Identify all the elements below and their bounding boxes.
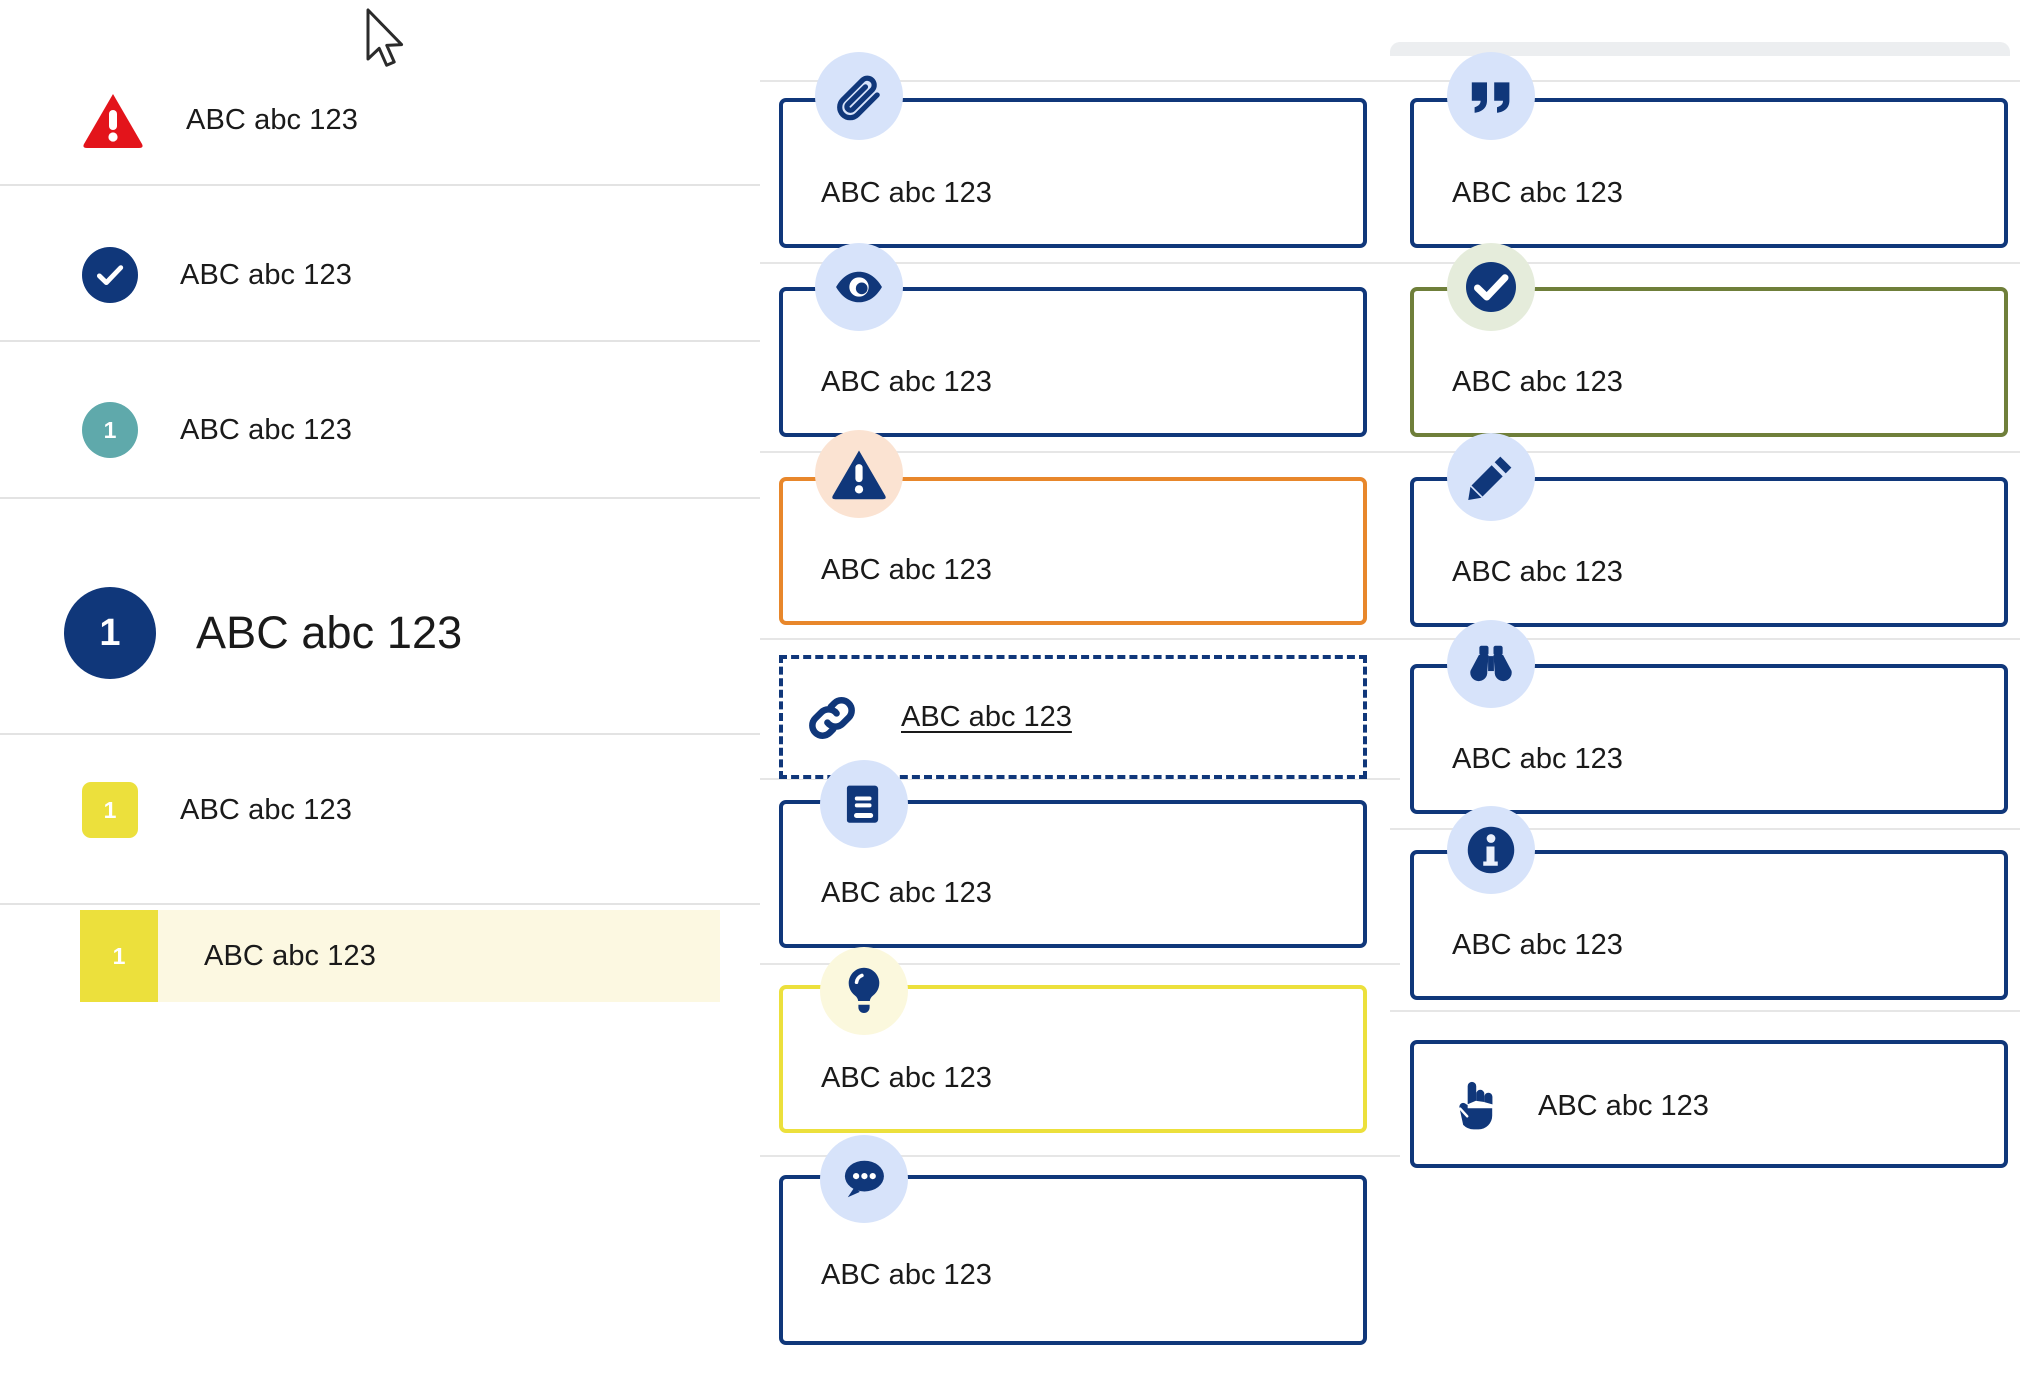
card-link[interactable]: ABC abc 123 (779, 655, 1367, 779)
lightbulb-icon (820, 947, 908, 1035)
list-divider (0, 497, 760, 499)
paperclip-icon (815, 52, 903, 140)
warning-triangle-icon (815, 430, 903, 518)
card-separator (760, 262, 1400, 264)
list-item-label: ABC abc 123 (204, 939, 376, 972)
list-item-label: ABC abc 123 (180, 413, 352, 446)
card-separator (1390, 80, 2020, 82)
card-separator (760, 451, 1400, 453)
list-item[interactable]: 1 ABC abc 123 (0, 390, 760, 470)
list-item[interactable]: ABC abc 123 (0, 235, 760, 315)
list-item-label: ABC abc 123 (180, 258, 352, 291)
mouse-pointer (364, 8, 408, 75)
card-label: ABC abc 123 (821, 1259, 992, 1291)
info-circle-icon (1447, 806, 1535, 894)
badge-number: 1 (103, 796, 117, 823)
number-badge-yellow: 1 (82, 782, 138, 838)
card-label: ABC abc 123 (1452, 743, 1623, 775)
list-item-label: ABC abc 123 (186, 103, 358, 136)
hand-pointer-icon (1438, 1068, 1514, 1144)
card-label: ABC abc 123 (821, 366, 992, 398)
badge-number: 1 (99, 611, 121, 654)
card-separator (1390, 451, 2020, 453)
card-separator (760, 1155, 1400, 1157)
list-item-label: ABC abc 123 (196, 607, 463, 658)
card-action[interactable]: ABC abc 123 (1410, 1040, 2008, 1168)
badge-number: 1 (103, 416, 117, 443)
card-separator (1390, 828, 2020, 830)
list-divider (0, 184, 760, 186)
check-circle-icon (82, 247, 138, 303)
check-circle-icon (1447, 243, 1535, 331)
pencil-icon (1447, 433, 1535, 521)
card-label: ABC abc 123 (821, 554, 992, 586)
card-label: ABC abc 123 (1452, 177, 1623, 209)
card-warning[interactable]: ABC abc 123 (779, 477, 1367, 625)
card-label: ABC abc 123 (1452, 366, 1623, 398)
list-item-label: ABC abc 123 (180, 793, 352, 826)
list-divider (0, 340, 760, 342)
quote-icon (1447, 52, 1535, 140)
card-info[interactable]: ABC abc 123 (1410, 850, 2008, 1000)
card-label: ABC abc 123 (1452, 556, 1623, 588)
link-chain-icon (796, 682, 868, 754)
number-badge-yellow-selected: 1 (80, 910, 158, 1002)
number-badge-navy: 1 (64, 587, 156, 679)
card-separator (1390, 638, 2020, 640)
binoculars-icon (1447, 620, 1535, 708)
list-divider (0, 733, 760, 735)
card-label: ABC abc 123 (1538, 1090, 1709, 1122)
badge-number: 1 (112, 942, 126, 969)
card-separator (1390, 1010, 2020, 1012)
card-label: ABC abc 123 (821, 177, 992, 209)
list-item[interactable]: ABC abc 123 (0, 80, 760, 160)
list-divider (0, 903, 760, 905)
card-separator (1390, 262, 2020, 264)
list-item[interactable]: 1 ABC abc 123 (0, 573, 760, 693)
list-item[interactable]: 1 ABC abc 123 (0, 770, 760, 850)
middle-card-column: ABC abc 123 ABC abc 123 ABC abc 123 (760, 52, 1400, 1345)
card-separator (760, 80, 1400, 82)
card-label: ABC abc 123 (1452, 929, 1623, 961)
list-item-selected[interactable]: 1 ABC abc 123 (80, 910, 720, 1002)
card-separator (760, 778, 1400, 780)
card-label: ABC abc 123 (821, 1062, 992, 1094)
card-separator (760, 638, 1400, 640)
speech-bubble-icon (820, 1135, 908, 1223)
card-label: ABC abc 123 (821, 877, 992, 909)
card-label: ABC abc 123 (901, 701, 1072, 733)
number-badge-teal: 1 (82, 402, 138, 458)
book-icon (820, 760, 908, 848)
warning-triangle-icon (82, 92, 144, 148)
panel-edge-artifact (1390, 42, 2010, 56)
card-separator (760, 963, 1400, 965)
left-list-panel: ABC abc 123 ABC abc 123 1 ABC abc 123 1 … (0, 0, 760, 1392)
eye-icon (815, 243, 903, 331)
